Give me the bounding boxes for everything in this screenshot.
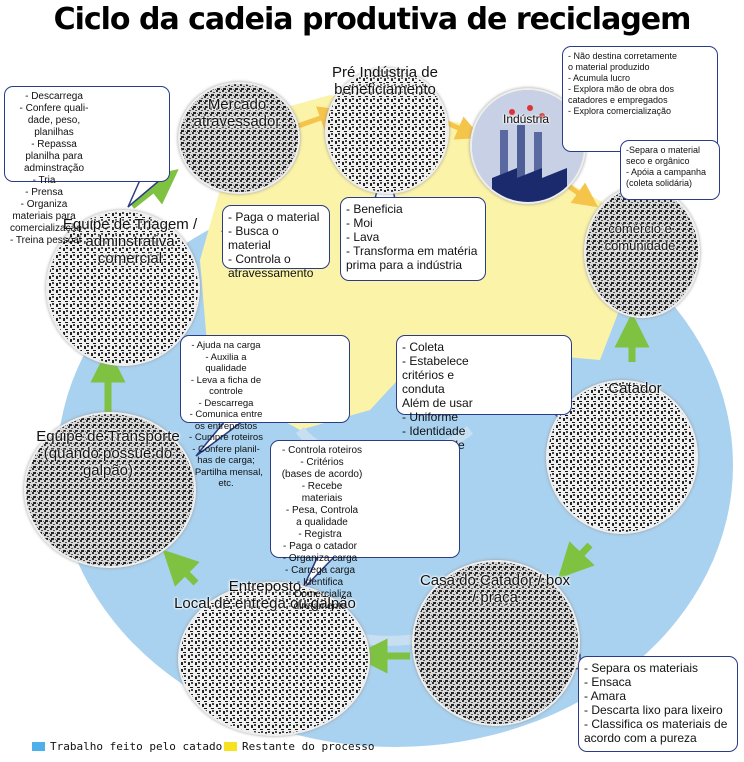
node-pre-industria-photo — [325, 68, 449, 194]
callout-triagem-col1: - Descarrega- Confere quali-dade, peso,p… — [19, 91, 89, 174]
callout-entreposto-col2: - Registra- Paga o catador- Organiza car… — [282, 529, 358, 612]
node-transporte-photo — [24, 412, 196, 568]
label-pre-industria: Pré Indústria de beneficiamento — [332, 64, 438, 98]
legend-label-restante: Restante do processo — [242, 740, 375, 753]
label-triagem: Equipe de Triagem / adminstrativa comerc… — [62, 216, 198, 267]
node-comercio-photo — [584, 186, 700, 318]
label-entreposto: Entreposto Local de entrega ou galpão — [174, 578, 356, 612]
legend-swatch-blue — [32, 742, 45, 751]
node-catador-photo — [546, 380, 698, 534]
node-entreposto-photo — [178, 582, 370, 736]
node-mercado-photo — [178, 82, 300, 194]
legend-label-catador: Trabalho feito pelo catador — [50, 740, 229, 753]
callout-entreposto: - Controla roteiros- Critérios(bases de … — [270, 440, 460, 612]
callout-pre-industria: - Beneficia- Moi- Lava- Transforma em ma… — [340, 197, 486, 281]
node-triagem-photo — [46, 210, 200, 366]
label-casa: Casa do Catador / box / praça — [419, 572, 571, 606]
label-catador: Catador — [608, 380, 662, 397]
callout-entreposto-col1: - Controla roteiros- Critérios(bases de … — [281, 445, 363, 528]
page-title: Ciclo da cadeia produtiva de reciclagem — [53, 2, 692, 37]
legend-swatch-yellow — [224, 742, 237, 751]
callout-mercado: - Paga o material- Busca o material- Con… — [222, 205, 330, 280]
label-comercio: comércio e comunidade — [604, 221, 676, 253]
callout-casa: - Separa os materiais- Ensaca- Amara- De… — [578, 656, 738, 752]
node-casa-photo — [412, 560, 580, 726]
label-mercado: Mercado atravessador — [193, 96, 281, 130]
label-industria: Indústria — [502, 112, 550, 126]
callout-triagem: - Descarrega- Confere quali-dade, peso,p… — [4, 86, 170, 246]
label-transporte: Equipe de Transporte (quando possue do g… — [36, 428, 180, 479]
